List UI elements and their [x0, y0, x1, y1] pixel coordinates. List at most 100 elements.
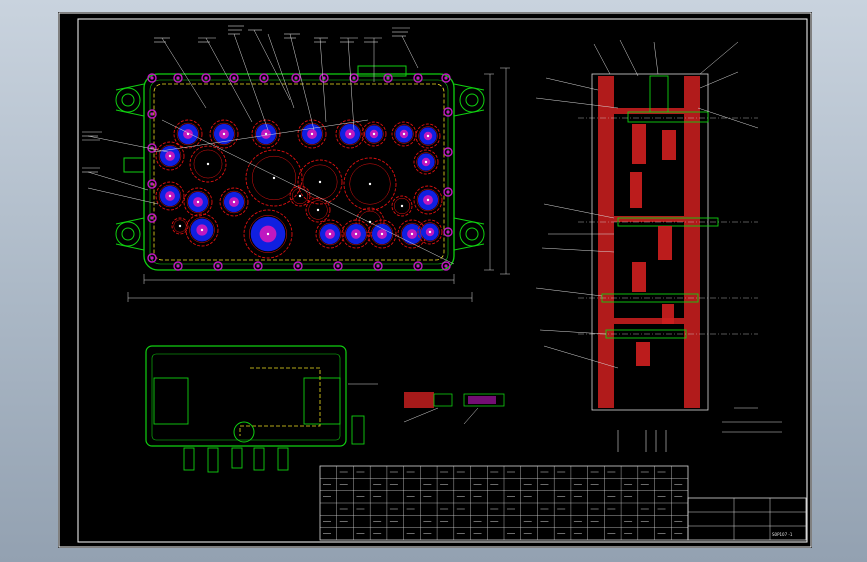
elevation-window-left: [153, 377, 189, 425]
gear-root-circle: [222, 190, 246, 214]
gear-center: [222, 132, 226, 136]
section-right-wall: [684, 76, 700, 408]
dowel-hole: [441, 73, 451, 83]
gear-center: [426, 198, 430, 202]
parts-table-grid: [320, 466, 688, 540]
dowel-center: [446, 110, 450, 114]
gear-center: [168, 194, 172, 198]
leader-lines: [87, 29, 419, 205]
gear-pitch-circle: [413, 185, 443, 215]
dowel-hole: [259, 73, 269, 83]
gear-root-circle: [300, 122, 324, 146]
gear-pitch-circle: [171, 217, 189, 235]
gear-center: [206, 162, 210, 166]
gear-center: [428, 230, 432, 234]
gear-pitch-circle: [209, 119, 239, 149]
detail-b-hatch: [468, 396, 496, 404]
gear-center: [232, 200, 236, 204]
gear-center: [272, 176, 276, 180]
gear-root-circle: [249, 215, 287, 253]
section-centerlines: [578, 117, 758, 335]
dowel-hole: [349, 73, 359, 83]
gear-center: [410, 232, 414, 236]
gear-pitch-circle: [297, 159, 343, 205]
drawing-sheet: S0P107 -1: [58, 12, 812, 548]
dowel-hole: [383, 73, 393, 83]
construction-line: [153, 119, 369, 153]
gear-pitch-circle: [355, 207, 385, 237]
gear-pitch-circle: [335, 119, 365, 149]
gear-center: [400, 204, 404, 208]
gear-root-circle: [212, 122, 236, 146]
gear-root-circle: [189, 217, 215, 243]
dowel-center: [176, 264, 180, 268]
gear-center: [178, 224, 182, 228]
dowel-center: [446, 230, 450, 234]
gear-root-circle: [158, 144, 182, 168]
gear-pitch-circle: [305, 197, 331, 223]
gear-center: [186, 132, 190, 136]
gear-root-circle: [308, 200, 328, 220]
dowel-center: [216, 264, 220, 268]
dowel-hole: [373, 261, 383, 271]
dowel-center: [336, 264, 340, 268]
dowel-center: [262, 76, 266, 80]
gear-pitch-circle: [219, 187, 249, 217]
gear-pitch-circle: [413, 149, 439, 175]
plate-2: [614, 216, 684, 222]
gear-root-circle: [349, 163, 391, 205]
gear-center: [380, 232, 384, 236]
gear-root-circle: [251, 155, 297, 201]
dowel-hole: [443, 107, 453, 117]
section-left-wall: [598, 76, 614, 408]
inner-frame: [77, 18, 808, 543]
technical-notes: [722, 407, 782, 433]
dowel-hole: [333, 261, 343, 271]
gear-center: [318, 180, 322, 184]
gear-root-circle: [344, 222, 368, 246]
dowel-center: [444, 76, 448, 80]
label-tags: [82, 25, 410, 173]
dowel-hole: [413, 261, 423, 271]
gear-center: [264, 132, 268, 136]
gear-center: [354, 232, 358, 236]
gear-pitch-circle: [189, 145, 227, 183]
dowel-hole: [413, 73, 423, 83]
mounting-lugs: [115, 83, 485, 251]
dowel-center: [150, 76, 154, 80]
section-arrows: [617, 430, 667, 452]
gear-pitch-circle: [245, 149, 303, 207]
gear-root-circle: [254, 122, 278, 146]
dowel-center: [150, 112, 154, 116]
dowel-hole: [319, 73, 329, 83]
gear-center: [310, 132, 314, 136]
gear-pitch-circle: [367, 219, 397, 249]
dowel-center: [322, 76, 326, 80]
dowel-hole: [443, 147, 453, 157]
drawing-number: S0P107 -1: [772, 532, 793, 537]
gear-pitch-circle: [289, 185, 311, 207]
elevation-oil-path: [239, 367, 321, 436]
gear-center: [348, 132, 352, 136]
dowel-center: [446, 190, 450, 194]
dowel-hole: [441, 261, 451, 271]
dowel-center: [176, 76, 180, 80]
dowel-hole: [147, 109, 157, 119]
gear-root-circle: [318, 222, 342, 246]
gear-center: [168, 154, 172, 158]
gear-root-circle: [158, 184, 182, 208]
gear-center: [316, 208, 320, 212]
gear-train: [153, 119, 455, 265]
dowel-hole: [213, 261, 223, 271]
gear-pitch-circle: [155, 181, 185, 211]
gear-root-circle: [416, 188, 440, 212]
dowel-center: [446, 150, 450, 154]
dowel-center: [150, 182, 154, 186]
gear-center: [402, 132, 406, 136]
gear-center: [196, 200, 200, 204]
gear-pitch-circle: [155, 141, 185, 171]
dowel-center: [416, 76, 420, 80]
gear-root-circle: [302, 164, 338, 200]
gear-pitch-circle: [341, 219, 371, 249]
